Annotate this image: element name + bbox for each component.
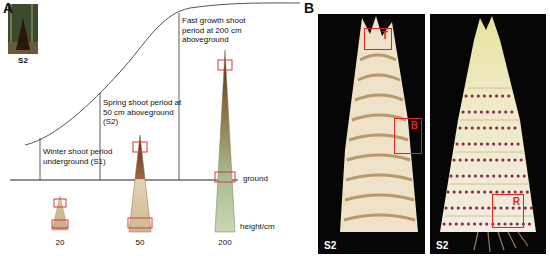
- sampling-boxes: [52, 60, 235, 228]
- panel-letter: B: [304, 0, 314, 17]
- axis-label: height/cm: [240, 222, 275, 232]
- leader-line: [100, 93, 101, 180]
- shoot-s2: [129, 135, 151, 232]
- stage-label: S2: [8, 56, 38, 65]
- stage-description: Spring shoot period at 50 cm aboveground…: [103, 98, 183, 127]
- stage-label: S2: [436, 240, 448, 252]
- region-letter: B: [411, 120, 418, 132]
- sampling-box: B: [394, 118, 422, 154]
- leader-line: [40, 138, 41, 180]
- leader-line: [179, 13, 180, 180]
- stage-label: S2: [324, 240, 336, 252]
- stage-description: Fast growth shoot period at 200 cm above…: [182, 16, 266, 45]
- region-letter: T: [382, 30, 388, 42]
- sampling-box: T: [364, 28, 392, 50]
- panel-letter: A: [3, 0, 13, 17]
- sampling-box: R: [492, 194, 524, 228]
- growth-curve: [25, 3, 300, 145]
- ground-line: [10, 179, 238, 180]
- height-value: 200: [218, 238, 231, 248]
- outer-photo: [430, 14, 546, 254]
- height-value: 20: [56, 238, 65, 248]
- stage-description: Winter shoot period underground (S1): [43, 147, 121, 166]
- height-value: 50: [136, 238, 145, 248]
- photo-panel: S2 R: [430, 14, 546, 254]
- shoot-s3: [215, 50, 235, 232]
- region-letter: R: [513, 196, 520, 208]
- ground-label: ground: [243, 174, 268, 184]
- section-photo: [318, 14, 425, 254]
- shoot-s1: [52, 196, 68, 230]
- photo-panel: S2 T B: [318, 14, 425, 254]
